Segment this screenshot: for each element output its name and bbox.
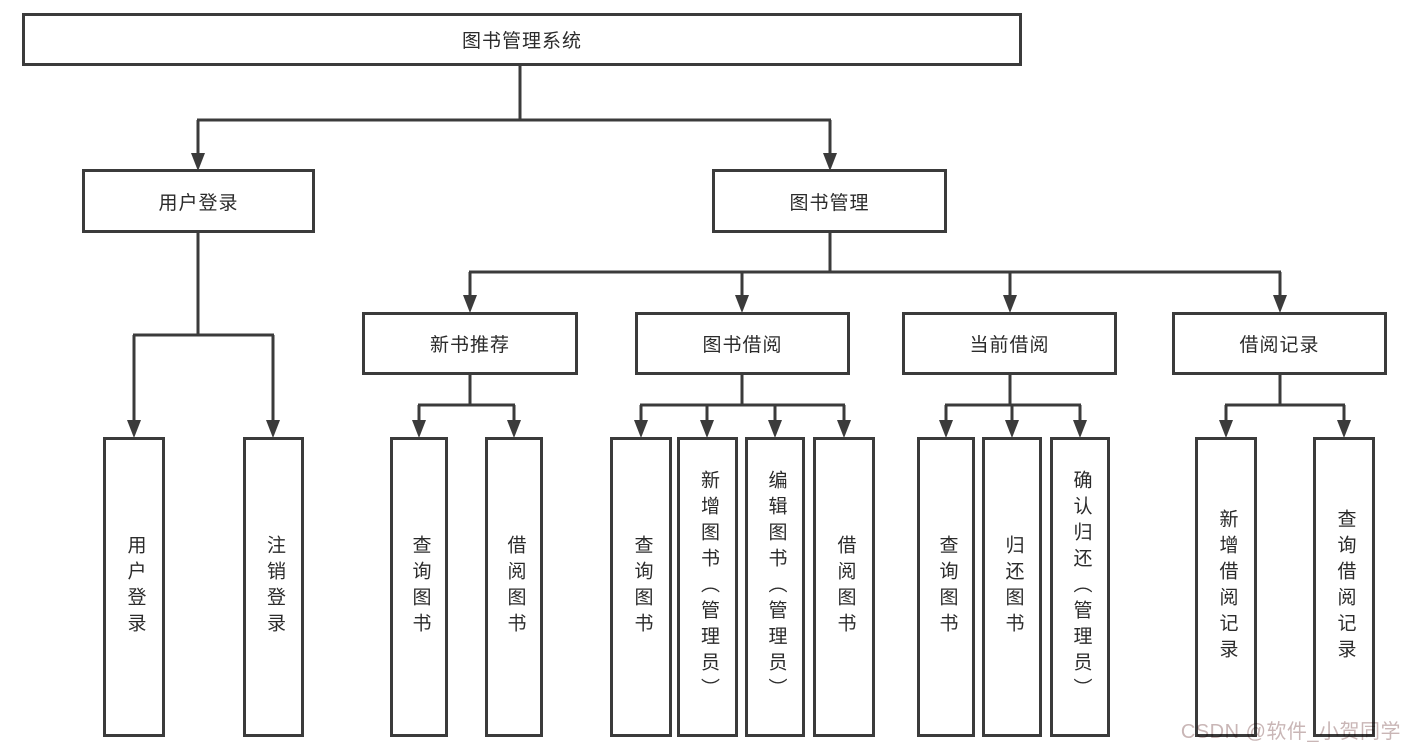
branch-book-borrow <box>634 375 851 438</box>
node-label: 新增借阅记录 <box>1216 509 1238 665</box>
leaf-add-book-admin: 新增图书（管理员） <box>677 437 738 737</box>
node-label: 借阅图书 <box>834 535 856 639</box>
node-label: 注销登录 <box>263 535 285 639</box>
leaf-borrow-books-2: 借阅图书 <box>813 437 875 737</box>
node-label: 查询图书 <box>631 535 653 639</box>
branch-current-borrow <box>939 375 1087 438</box>
node-label: 归还图书 <box>1002 535 1024 639</box>
leaf-query-books-3: 查询图书 <box>917 437 975 737</box>
node-library-system: 图书管理系统 <box>22 13 1022 66</box>
branch-borrow-records <box>1219 375 1351 438</box>
branch-book-mgmt <box>463 233 1287 313</box>
node-label: 用户登录 <box>158 192 239 214</box>
node-book-management: 图书管理 <box>712 169 947 233</box>
branch-root-to-level2 <box>191 66 837 171</box>
node-label: 查询借阅记录 <box>1334 509 1356 665</box>
node-label: 新增图书（管理员） <box>697 470 719 704</box>
node-label: 图书管理系统 <box>461 31 582 52</box>
node-label: 借阅图书 <box>504 535 526 639</box>
leaf-query-books-2: 查询图书 <box>610 437 672 737</box>
csdn-watermark: CSDN @软件_小贺同学 <box>1180 721 1401 743</box>
node-label: 查询图书 <box>409 535 431 639</box>
node-label: 图书借阅 <box>702 335 783 356</box>
node-current-borrowing: 当前借阅 <box>902 312 1117 375</box>
leaf-query-borrow-record: 查询借阅记录 <box>1313 437 1375 737</box>
branch-new-book <box>412 375 521 438</box>
leaf-user-login: 用户登录 <box>103 437 165 737</box>
node-label: 编辑图书（管理员） <box>765 470 787 704</box>
node-user-login: 用户登录 <box>82 169 315 233</box>
node-label: 用户登录 <box>124 535 146 639</box>
leaf-add-borrow-record: 新增借阅记录 <box>1195 437 1257 737</box>
leaf-logout: 注销登录 <box>243 437 304 737</box>
node-label: 确认归还（管理员） <box>1070 470 1092 704</box>
node-borrow-records: 借阅记录 <box>1172 312 1387 375</box>
node-book-borrowing: 图书借阅 <box>635 312 850 375</box>
leaf-confirm-return-admin: 确认归还（管理员） <box>1050 437 1110 737</box>
node-label: 借阅记录 <box>1239 335 1320 356</box>
leaf-return-books: 归还图书 <box>982 437 1042 737</box>
node-new-book-recommend: 新书推荐 <box>362 312 578 375</box>
leaf-query-books-1: 查询图书 <box>390 437 448 737</box>
node-label: 查询图书 <box>936 535 958 639</box>
leaf-edit-book-admin: 编辑图书（管理员） <box>745 437 805 737</box>
leaf-borrow-books-1: 借阅图书 <box>485 437 543 737</box>
branch-user-login <box>127 233 280 438</box>
node-label: 图书管理 <box>789 192 870 214</box>
node-label: 当前借阅 <box>969 335 1050 356</box>
node-label: 新书推荐 <box>429 335 510 356</box>
